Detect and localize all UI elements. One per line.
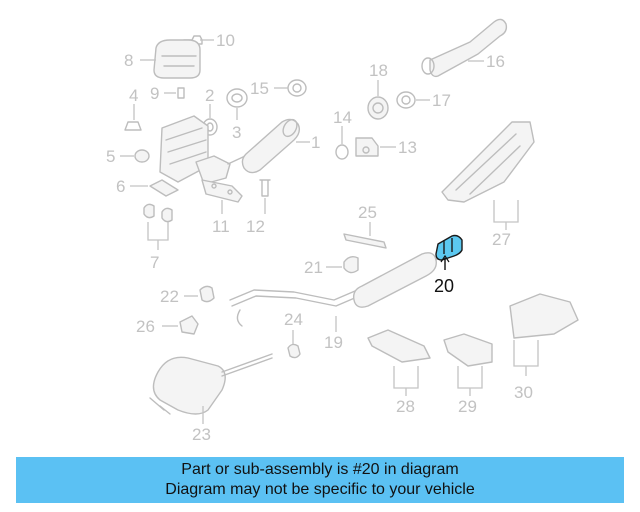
callout-29: 29: [458, 397, 477, 416]
callout-11: 11: [212, 217, 230, 236]
exhaust-parts-diagram: 10 8 9 4 2 3 15 1 5 6 11 12 7 16 18 17 1…: [106, 18, 579, 444]
callout-12: 12: [246, 217, 265, 236]
callout-1: 1: [311, 133, 320, 152]
part-9: [164, 87, 185, 99]
callout-30: 30: [514, 383, 533, 402]
part-11: [201, 179, 243, 214]
part-6: [130, 179, 179, 197]
part-24: [287, 330, 301, 359]
callout-7: 7: [150, 253, 159, 272]
part-22: [184, 285, 215, 303]
part-17: [396, 91, 430, 109]
part-30: [509, 293, 579, 376]
callout-6: 6: [116, 177, 125, 196]
callout-10: 10: [216, 31, 235, 50]
callout-19: 19: [324, 333, 343, 352]
callout-8: 8: [124, 51, 133, 70]
callout-15: 15: [250, 79, 269, 98]
callout-17: 17: [432, 91, 451, 110]
part-21: [326, 255, 359, 274]
callout-20[interactable]: 20: [434, 276, 454, 296]
part-12: [259, 179, 271, 214]
callout-18: 18: [369, 61, 388, 80]
part-23: [149, 353, 273, 424]
banner-line-part-number: Part or sub-assembly is #20 in diagram: [181, 461, 459, 478]
part-1: [241, 118, 310, 174]
callout-2: 2: [205, 86, 214, 105]
callout-25: 25: [358, 203, 377, 222]
part-28: [367, 329, 431, 396]
callout-labels: 10 8 9 4 2 3 15 1 5 6 11 12 7 16 18 17 1…: [106, 31, 533, 444]
part-25: [343, 222, 387, 249]
part-29: [443, 333, 493, 396]
part-7: [143, 203, 173, 250]
part-4: [124, 104, 142, 131]
part-5: [120, 149, 150, 163]
part-20-highlighted[interactable]: [435, 234, 463, 271]
part-8: [140, 39, 201, 79]
callout-4: 4: [129, 86, 138, 105]
part-18: [367, 80, 389, 120]
callout-16: 16: [486, 52, 505, 71]
callout-24: 24: [284, 310, 303, 329]
callout-28: 28: [396, 397, 415, 416]
callout-3: 3: [232, 123, 241, 142]
part-16: [421, 18, 508, 78]
part-14: [335, 126, 349, 160]
part-26: [162, 315, 199, 335]
part-19: [229, 251, 447, 332]
callout-27: 27: [492, 230, 511, 249]
part-3: [226, 88, 248, 120]
callout-13: 13: [398, 138, 417, 157]
callout-14: 14: [333, 108, 352, 127]
banner-line-disclaimer: Diagram may not be specific to your vehi…: [165, 481, 475, 498]
part-15: [274, 79, 307, 97]
info-banner: Part or sub-assembly is #20 in diagram D…: [16, 457, 624, 503]
callout-5: 5: [106, 147, 115, 166]
catalytic-converter: [159, 115, 259, 185]
part-27: [441, 121, 535, 230]
callout-26: 26: [136, 317, 155, 336]
callout-21: 21: [304, 258, 323, 277]
callout-9: 9: [150, 84, 159, 103]
callout-23: 23: [192, 425, 211, 444]
callout-22: 22: [160, 287, 179, 306]
part-13: [355, 137, 396, 157]
